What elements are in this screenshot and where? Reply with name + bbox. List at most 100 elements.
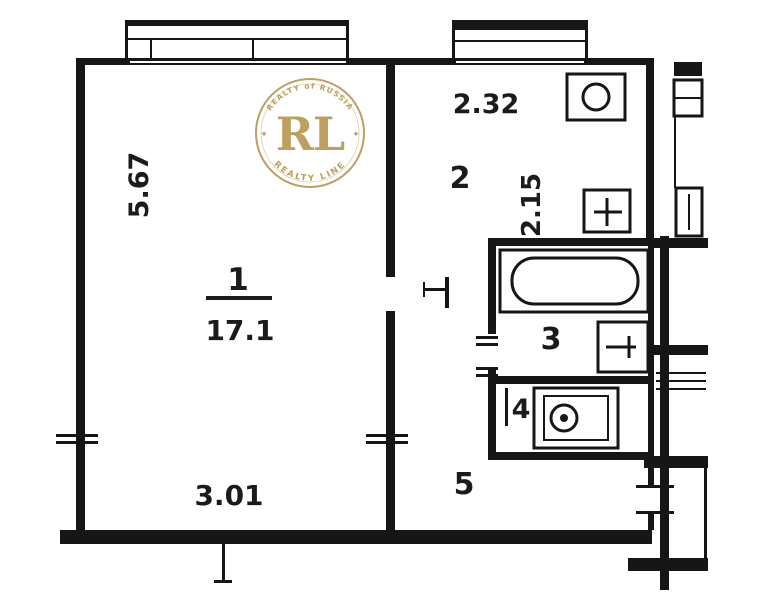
- washbasin-icon: [596, 320, 650, 374]
- bath-wc-divider-wall: [496, 376, 654, 384]
- water-heater-icon: [582, 188, 632, 234]
- room5-number-label: 5: [454, 467, 475, 502]
- sink-bowl: [581, 82, 611, 112]
- watermark-initials: RL: [276, 107, 345, 161]
- door-room1: [423, 277, 449, 308]
- middle-wall-lower: [386, 311, 395, 530]
- window-wall-line: [128, 58, 348, 61]
- windows: [125, 20, 588, 60]
- stair-block-line: [674, 97, 702, 99]
- door-jamb: [423, 282, 425, 297]
- stair-step-line: [656, 388, 706, 390]
- stair-block: [674, 62, 702, 76]
- window-frame: [452, 20, 588, 30]
- window-wall-line: [454, 63, 586, 65]
- tick: [56, 441, 98, 444]
- sink-body: [565, 72, 627, 122]
- stair-block-line: [688, 194, 690, 230]
- door-entry: [636, 485, 674, 514]
- window-wall-line: [454, 58, 586, 61]
- machine-outer: [532, 386, 620, 450]
- door-jamb: [636, 485, 674, 488]
- door-bathroom: [476, 336, 498, 377]
- washing-machine-icon: [532, 386, 620, 450]
- room1-number-label: 1: [227, 262, 249, 298]
- heater-body: [582, 188, 632, 234]
- room4-number-label: 4: [512, 394, 531, 425]
- connector-wall-lower: [644, 456, 708, 468]
- door-jamb: [476, 336, 498, 339]
- top-wall-left-segment: [76, 58, 130, 65]
- watermark-circle: [255, 78, 365, 188]
- sink-icon: [565, 72, 627, 122]
- room3-number-label: 3: [541, 322, 562, 357]
- door-jamb: [476, 343, 498, 346]
- room1-depth-dimension: 5.67: [124, 152, 155, 219]
- connector-wall-top: [652, 238, 708, 248]
- window-left: [125, 20, 349, 58]
- tick: [222, 544, 225, 582]
- door-jamb: [636, 511, 674, 514]
- room2-width-dimension: 2.32: [453, 89, 520, 120]
- right-edge-line: [704, 468, 707, 568]
- walls: [60, 58, 708, 590]
- watermark-star-left: ✦: [260, 130, 268, 140]
- room1-area-label: 17.1: [205, 314, 274, 347]
- window-mullion: [150, 38, 152, 58]
- machine-drum: [549, 403, 579, 433]
- bathtub-icon: [498, 248, 650, 314]
- watermark-logo: REALTY of RUSSIA RL ✦ ✦ REALTY LINE: [255, 78, 365, 188]
- door-arm: [424, 288, 445, 291]
- stair-step-line: [656, 372, 706, 374]
- bottom-wall: [60, 530, 652, 544]
- dimension-tick-middle: [366, 434, 408, 444]
- bathtub-outer: [498, 248, 650, 314]
- top-wall-middle-segment: [346, 58, 456, 65]
- tick: [214, 580, 232, 583]
- window-right: [452, 20, 588, 60]
- stair-block: [674, 186, 704, 238]
- window-frame: [125, 20, 349, 26]
- dimension-tick-left: [56, 434, 98, 444]
- wc-bottom-wall: [496, 452, 654, 460]
- bottom-right-wall: [628, 558, 708, 571]
- doors: [56, 277, 674, 583]
- room1-fraction-line: [206, 296, 272, 300]
- plan-labels: 5.67 1 17.1 3.01 2.32 2 2.15 3 4 5: [124, 89, 561, 512]
- machine-dot: [560, 414, 568, 422]
- door-jamb: [476, 374, 498, 377]
- room1-width-dimension: 3.01: [194, 479, 263, 512]
- door-leaf: [445, 277, 449, 308]
- right-wall-middle: [648, 246, 654, 487]
- bath-top-wall: [488, 238, 654, 246]
- room2-number-label: 2: [450, 161, 471, 196]
- window-wall-line: [128, 63, 348, 65]
- watermark-inner-ring: [260, 83, 360, 183]
- machine-inner: [543, 395, 609, 441]
- watermark-star-right: ✦: [352, 130, 360, 140]
- tick: [366, 434, 408, 437]
- stairwell-wall: [660, 236, 669, 590]
- top-wall-right-segment: [584, 58, 654, 65]
- stair-step-line: [656, 380, 706, 382]
- connector-wall-middle: [652, 345, 708, 355]
- bath-left-wall-upper: [488, 238, 496, 334]
- tick: [56, 434, 98, 437]
- section-mark: [214, 544, 232, 583]
- tick: [366, 441, 408, 444]
- stair-block-line: [674, 116, 676, 188]
- window-sill: [452, 40, 588, 42]
- washbasin-body: [596, 320, 650, 374]
- door-wc-leaf: [505, 388, 508, 426]
- middle-wall-upper: [386, 58, 395, 277]
- window-sill: [125, 38, 349, 40]
- window-mullion: [252, 38, 254, 58]
- right-wall-upper: [646, 58, 654, 238]
- stairwell-blocks: [672, 62, 704, 238]
- room2-depth-dimension: 2.15: [517, 173, 547, 237]
- bath-left-wall-lower: [488, 370, 496, 460]
- door-jamb: [476, 367, 498, 370]
- bathtub-inner: [510, 256, 640, 306]
